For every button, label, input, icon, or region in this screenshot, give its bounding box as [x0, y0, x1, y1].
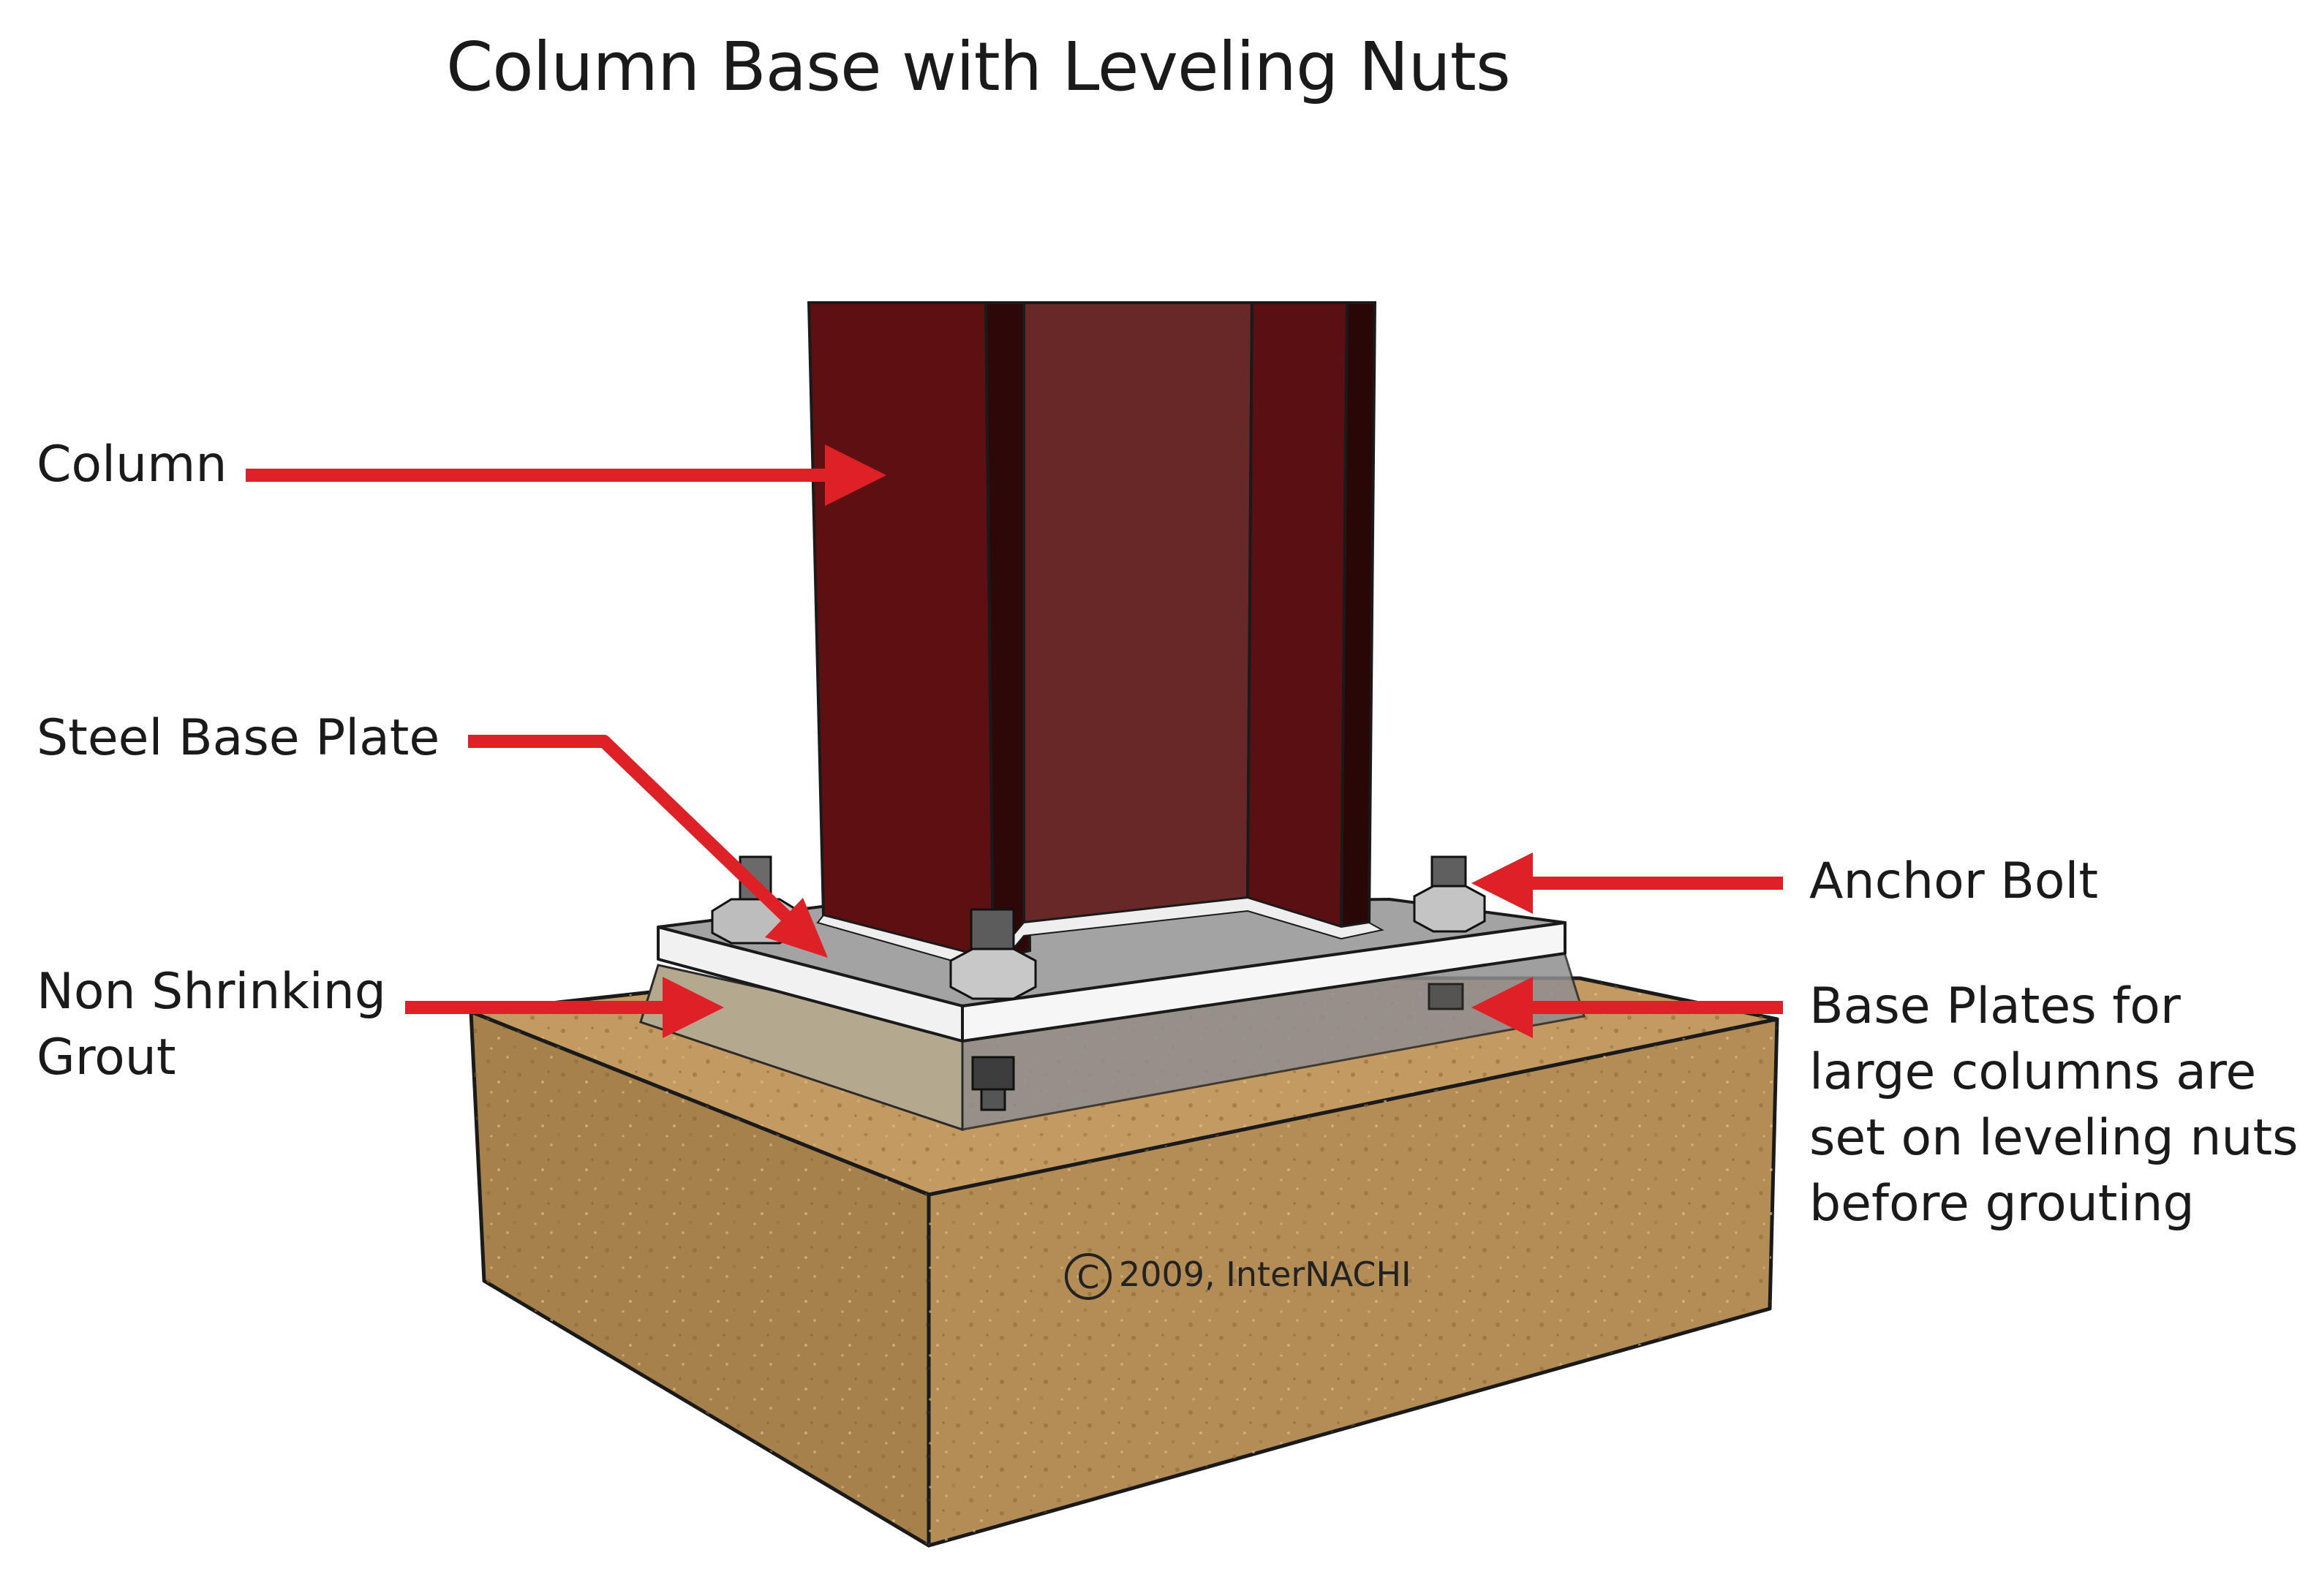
anchor-bolt-front [949, 908, 1037, 1000]
label-column: Column [37, 436, 227, 493]
label-anchor-bolt: Anchor Bolt [1809, 852, 2099, 910]
label-steel-base-plate: Steel Base Plate [37, 709, 440, 767]
column-flange-edge-left [984, 301, 1032, 961]
leveling-nut-front [971, 1056, 1015, 1111]
arrowhead-icon [663, 977, 724, 1038]
leveling-nut-right [1428, 983, 1464, 1010]
grout-arrow [405, 977, 724, 1038]
page-title: Column Base with Leveling Nuts [446, 28, 1511, 106]
anchor-bolt-arrow [1471, 852, 1783, 914]
arrowhead-icon [1471, 977, 1533, 1038]
column-web [1022, 301, 1254, 925]
label-grout: Non Shrinking Grout [37, 963, 386, 1086]
column-front-flange [807, 301, 995, 961]
column-back-flange [1245, 301, 1349, 929]
column-arrow [246, 445, 886, 506]
arrowhead-icon [825, 445, 886, 506]
copyright-text: 2009, InterNACHI [1119, 1255, 1411, 1294]
arrowhead-icon [1471, 852, 1533, 914]
plate-right-edge [961, 921, 1566, 1043]
steel-base-plate-arrow [468, 735, 828, 958]
callout-arrows [246, 445, 1783, 1038]
svg-text:C: C [1077, 1259, 1100, 1296]
arrowhead-icon [765, 898, 828, 958]
column-flange-edge-right [1339, 301, 1377, 929]
label-leveling-note: Base Plates for large columns are set on… [1809, 977, 2299, 1233]
steel-column [807, 301, 1384, 974]
anchor-bolt-right [1413, 855, 1486, 933]
copyright-icon: C [1065, 1253, 1112, 1300]
leveling-nut-arrow [1471, 977, 1783, 1038]
